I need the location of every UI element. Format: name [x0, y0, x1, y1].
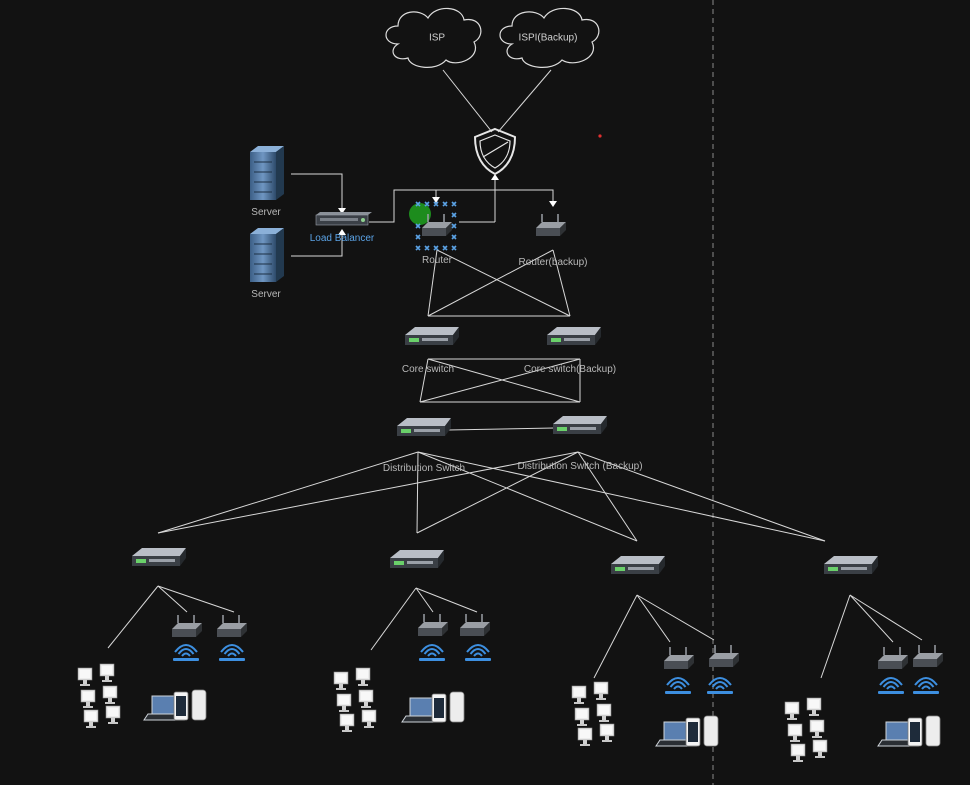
- connection-lines: [107, 69, 923, 679]
- arrowheads: [338, 174, 557, 235]
- access-switch-4[interactable]: [824, 556, 878, 574]
- server-top-label: Server: [251, 207, 281, 218]
- workstations-icon: [572, 682, 614, 746]
- server-top[interactable]: [250, 146, 284, 200]
- workstations-group[interactable]: [78, 664, 120, 728]
- wifi-signal-icon: [172, 644, 200, 662]
- workstations-group[interactable]: [334, 668, 376, 732]
- selection-highlight: [409, 203, 431, 225]
- cloud-isp-backup-label: ISPI(Backup): [518, 32, 578, 44]
- access-point[interactable]: [216, 614, 248, 638]
- access-point[interactable]: [459, 613, 491, 637]
- router-icon: [877, 646, 909, 670]
- switch-icon: [132, 548, 186, 566]
- access-point[interactable]: [417, 613, 449, 637]
- firewall[interactable]: [473, 127, 517, 176]
- router-icon: [417, 613, 449, 637]
- cloud-isp-label: ISP: [428, 32, 446, 44]
- server-icon: [250, 228, 284, 282]
- distribution-switch-backup[interactable]: [553, 416, 607, 434]
- laptop-phone-icon: [401, 691, 465, 723]
- router[interactable]: [409, 201, 457, 251]
- mobile-devices[interactable]: [655, 715, 719, 747]
- router-icon: [912, 644, 944, 668]
- cloud-icon: [499, 7, 600, 68]
- load-balancer-icon: [315, 212, 372, 226]
- distribution-switch-label: Distribution Switch: [382, 463, 466, 474]
- switch-icon: [611, 556, 665, 574]
- workstations-group[interactable]: [785, 698, 827, 762]
- server-bottom[interactable]: [250, 228, 284, 282]
- selection-handles: [415, 201, 457, 251]
- access-switch-3[interactable]: [611, 556, 665, 574]
- core-switch-backup[interactable]: [547, 327, 601, 345]
- distribution-switch[interactable]: [397, 418, 451, 436]
- access-point[interactable]: [877, 646, 909, 670]
- router-backup-label: Router(backup): [518, 257, 588, 268]
- wifi-signal-icon: [706, 677, 734, 695]
- wifi-signal-icon: [418, 644, 446, 662]
- access-point[interactable]: [171, 614, 203, 638]
- access-point[interactable]: [912, 644, 944, 668]
- core-switch-backup-label: Core switch(Backup): [523, 364, 617, 375]
- router-icon: [171, 614, 203, 638]
- router-icon: [663, 646, 695, 670]
- switch-icon: [824, 556, 878, 574]
- access-switch-2[interactable]: [390, 550, 444, 568]
- router-icon: [459, 613, 491, 637]
- laptop-phone-icon: [655, 715, 719, 747]
- load-balancer-label: Load Balancer: [309, 233, 375, 244]
- switch-icon: [405, 327, 459, 345]
- mobile-devices[interactable]: [143, 689, 207, 721]
- distribution-switch-backup-label: Distribution Switch (Backup): [517, 461, 643, 472]
- core-switch-label: Core switch: [401, 364, 455, 375]
- laptop-phone-icon: [143, 689, 207, 721]
- workstations-group[interactable]: [572, 682, 614, 746]
- wifi-signal-icon: [218, 644, 246, 662]
- switch-icon: [397, 418, 451, 436]
- server-bottom-label: Server: [251, 289, 281, 300]
- red-dot-marker: [598, 134, 602, 138]
- router-icon: [535, 213, 567, 237]
- workstations-icon: [78, 664, 120, 728]
- mobile-devices[interactable]: [401, 691, 465, 723]
- wifi-signal-icon: [912, 677, 940, 695]
- router-label: Router: [421, 255, 453, 266]
- wifi-signal-icon: [464, 644, 492, 662]
- cloud-isp-backup[interactable]: [499, 7, 600, 68]
- router-backup[interactable]: [535, 213, 567, 237]
- switch-icon: [547, 327, 601, 345]
- switch-icon: [553, 416, 607, 434]
- switch-icon: [390, 550, 444, 568]
- firewall-shield-icon: [473, 127, 517, 176]
- router-icon: [216, 614, 248, 638]
- server-icon: [250, 146, 284, 200]
- cloud-isp[interactable]: [385, 7, 482, 68]
- wifi-signal-icon: [664, 677, 692, 695]
- workstations-icon: [785, 698, 827, 762]
- laptop-phone-icon: [877, 715, 941, 747]
- workstations-icon: [334, 668, 376, 732]
- access-switch-1[interactable]: [132, 548, 186, 566]
- core-switch[interactable]: [405, 327, 459, 345]
- load-balancer[interactable]: [315, 212, 372, 226]
- mobile-devices[interactable]: [877, 715, 941, 747]
- access-point[interactable]: [663, 646, 695, 670]
- cloud-icon: [385, 7, 482, 68]
- wifi-signal-icon: [877, 677, 905, 695]
